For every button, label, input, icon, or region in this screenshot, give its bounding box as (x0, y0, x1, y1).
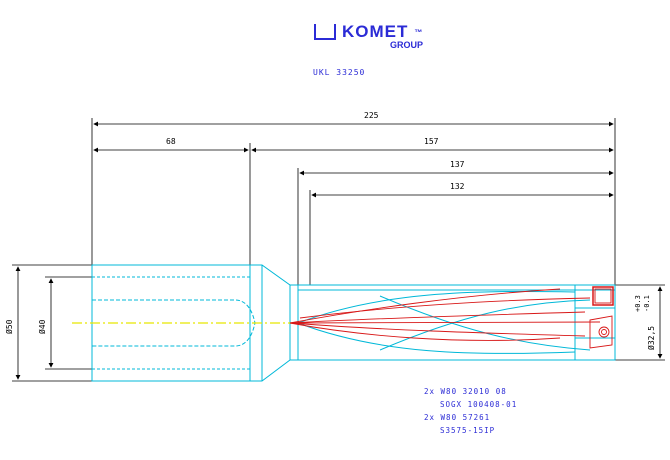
komet-logo: KOMET ™ GROUP (314, 22, 423, 50)
dim-body: 157 (424, 137, 439, 146)
logo-group: GROUP (390, 40, 424, 50)
part-line: 2x W80 57261 (424, 413, 491, 422)
dim-depth: 132 (450, 182, 465, 191)
dim-overall: 225 (364, 111, 379, 120)
drawing-number: UKL 33250 (313, 68, 366, 77)
part-line: S3575-15IP (440, 426, 496, 435)
part-line: SOGX 100408-01 (440, 400, 518, 409)
part-line: 2x W80 32010 08 (424, 387, 507, 396)
logo-tm: ™ (414, 27, 424, 37)
transition-cone (250, 264, 298, 286)
logo-name: KOMET (342, 22, 409, 41)
extension-lines (12, 118, 665, 382)
flute-2 (297, 322, 576, 355)
dim-d40: Ø40 (37, 319, 47, 334)
dim-shank: 68 (166, 137, 176, 146)
komet-mark-icon (314, 24, 336, 40)
dim-flute: 137 (450, 160, 465, 169)
flute-1 (297, 290, 576, 324)
dimension-lines (15, 121, 663, 380)
insert-top (592, 286, 614, 306)
dim-tol-lower: -0.1 (643, 295, 651, 312)
insert-screw (598, 326, 610, 338)
cutting-edges (289, 286, 614, 349)
dim-tol-upper: +0.3 (634, 295, 642, 312)
dim-d50: Ø50 (4, 319, 14, 334)
dim-d32: Ø32,5 (646, 326, 656, 350)
